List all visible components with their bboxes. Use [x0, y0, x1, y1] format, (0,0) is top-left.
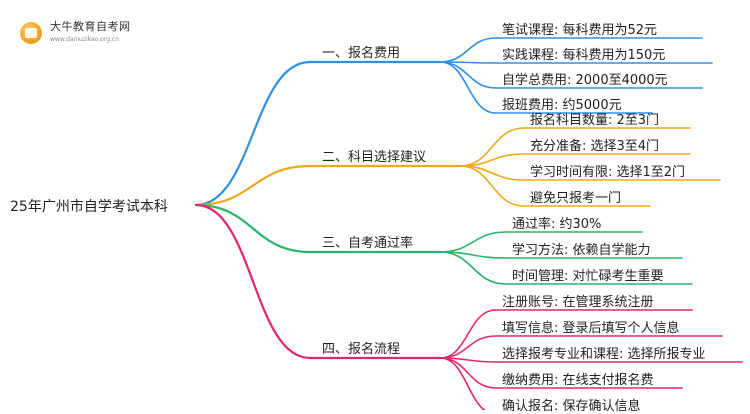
- leaf-label: 充分准备: 选择3至4门: [530, 139, 660, 154]
- leaf-label: 选择报考专业和课程: 选择所报专业: [502, 347, 706, 362]
- leaf-connector: [439, 61, 497, 89]
- leaf-connector: [439, 309, 497, 359]
- leaf-connector: [439, 231, 507, 253]
- leaf-label: 报名科目数量: 2至3门: [530, 113, 660, 128]
- leaf-label: 注册账号: 在管理系统注册: [502, 295, 654, 310]
- book-icon: [25, 28, 37, 38]
- site-logo: 大牛教育自考网 www.daniuzikao.org.cn: [14, 14, 174, 50]
- leaf-connector: [439, 357, 487, 410]
- leaf-label: 通过率: 约30%: [512, 217, 602, 232]
- leaf-label: 实践课程: 每科费用为150元: [502, 48, 666, 63]
- branch-label: 二、科目选择建议: [322, 150, 427, 165]
- leaf-label: 学习方法: 依赖自学能力: [512, 243, 651, 258]
- leaf-connector: [459, 127, 525, 167]
- leaf-connector: [439, 37, 497, 63]
- leaf-label: 填写信息: 登录后填写个人信息: [502, 321, 680, 336]
- logo-title: 大牛教育自考网: [50, 20, 131, 33]
- leaf-connector: [439, 251, 507, 285]
- branch-label: 三、自考通过率: [322, 236, 414, 251]
- leaf-label: 报班费用: 约5000元: [502, 98, 622, 113]
- leaf-label: 时间管理: 对忙碌考生重要: [512, 269, 664, 284]
- branch-label: 四、报名流程: [322, 342, 401, 357]
- logo-url: www.daniuzikao.org.cn: [50, 36, 120, 43]
- leaf-label: 确认报名: 保存确认信息: [502, 399, 641, 414]
- leaf-label: 笔试课程: 每科费用为52元: [502, 23, 658, 38]
- leaf-connector: [439, 61, 497, 114]
- leaf-connector: [459, 165, 525, 207]
- leaf-label: 学习时间有限: 选择1至2门: [530, 165, 686, 180]
- branch-connector: [194, 203, 312, 254]
- branch-connector: [194, 203, 312, 360]
- root-topic: 25年广州市自学考试本科: [10, 199, 168, 215]
- leaf-label: 避免只报考一门: [530, 191, 622, 206]
- branch-label: 一、报名费用: [322, 46, 401, 61]
- leaf-label: 缴纳费用: 在线支付报名费: [502, 373, 654, 388]
- leaf-label: 自学总费用: 2000至4000元: [502, 73, 668, 88]
- leaf-connector: [439, 335, 497, 359]
- branch-connector: [194, 60, 312, 207]
- branch-connector: [194, 164, 312, 207]
